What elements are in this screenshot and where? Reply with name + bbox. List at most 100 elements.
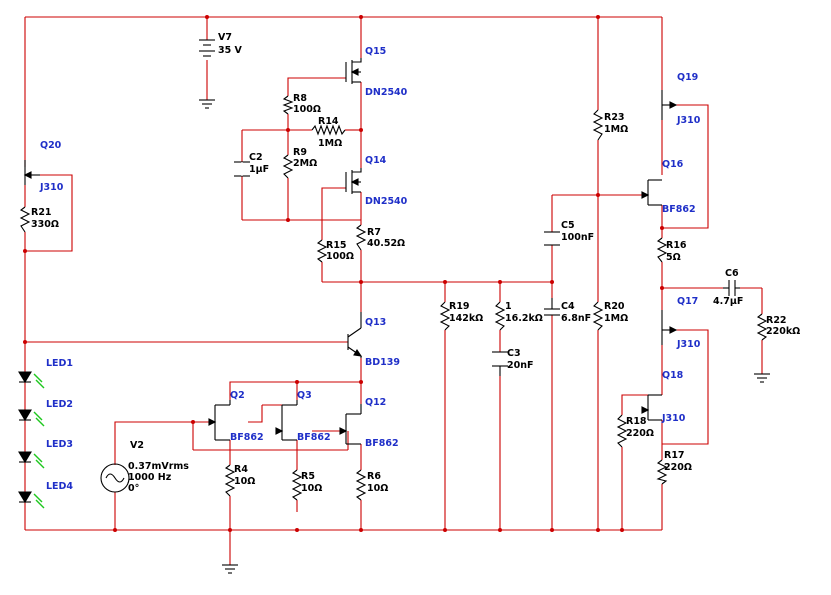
resistor-r5-symbol (291, 469, 303, 501)
led3-ref: LED3 (46, 439, 73, 450)
resistor-r21-symbol (19, 206, 31, 233)
q13-ref: Q13 (365, 317, 386, 328)
r22-ref: R22 (766, 315, 787, 326)
v2-amplitude: 0.37mVrms (128, 461, 189, 472)
r21-value: 330Ω (31, 219, 59, 230)
r16-value: 5Ω (666, 252, 681, 263)
resistor-r16-symbol (656, 237, 668, 263)
jfet-q18-symbol (641, 394, 662, 421)
v2-phase: 0° (128, 483, 139, 494)
q15-model: DN2540 (365, 87, 408, 98)
q14-ref: Q14 (365, 155, 387, 166)
r15-ref: R15 (326, 240, 347, 251)
r9-value: 2MΩ (293, 158, 317, 169)
q2-ref: Q2 (230, 390, 245, 401)
resistor-r7-symbol (355, 224, 367, 251)
resistor-r1-symbol (494, 301, 506, 331)
v2-ref: V2 (130, 440, 144, 451)
r18-ref: R18 (626, 416, 647, 427)
r5-ref: R5 (301, 471, 315, 482)
q17-ref: Q17 (677, 296, 698, 307)
ground-symbol-r22 (754, 373, 770, 383)
r6-ref: R6 (367, 471, 381, 482)
capacitor-c3-symbol (492, 351, 508, 376)
q16-ref: Q16 (662, 159, 684, 170)
resistor-r8-symbol (282, 95, 294, 115)
r22-value: 220kΩ (766, 326, 800, 337)
jfet-q3-symbol (275, 400, 298, 441)
c3-value: 20nF (507, 360, 533, 371)
resistor-r6-symbol (355, 469, 367, 501)
r9-ref: R9 (293, 147, 307, 158)
q16-model: BF862 (662, 204, 696, 215)
q19-ref: Q19 (677, 72, 698, 83)
r4-ref: R4 (234, 464, 248, 475)
c5-value: 100nF (561, 232, 594, 243)
q3-model: BF862 (297, 432, 331, 443)
resistor-r19-symbol (439, 301, 451, 331)
jfet-q20-symbol (23, 160, 40, 185)
led1-symbol (18, 371, 32, 384)
junction-dots (23, 15, 664, 532)
c3-ref: C3 (507, 348, 521, 359)
q19-model: J310 (676, 115, 701, 126)
resistor-r23-symbol (592, 109, 604, 141)
c2-ref: C2 (249, 152, 263, 163)
led4-symbol (18, 491, 32, 504)
resistor-r17-symbol (656, 459, 668, 485)
r8-ref: R8 (293, 93, 307, 104)
resistor-r9-symbol (282, 154, 294, 179)
capacitor-c5-symbol (544, 231, 560, 246)
ac-source-v2-symbol (100, 463, 130, 493)
r5-value: 10Ω (301, 483, 322, 494)
led3-symbol (18, 451, 32, 464)
r17-ref: R17 (664, 450, 685, 461)
q13-model: BD139 (365, 357, 400, 368)
c4-value: 6.8nF (561, 313, 591, 324)
resistor-r22-symbol (756, 313, 768, 341)
battery-v7-symbol (199, 39, 215, 109)
q18-model: J310 (661, 413, 686, 424)
mosfet-q15-symbol (345, 58, 362, 84)
v2-frequency: 1000 Hz (128, 472, 172, 483)
r17-value: 220Ω (664, 462, 692, 473)
c4-ref: C4 (561, 301, 575, 312)
bjt-q13-symbol (347, 312, 363, 358)
r7-value: 40.52Ω (367, 238, 405, 249)
r20-value: 1MΩ (604, 313, 628, 324)
resistor-r14-symbol (311, 124, 346, 136)
led-arrows (33, 373, 45, 509)
q14-model: DN2540 (365, 196, 408, 207)
r16-ref: R16 (666, 240, 687, 251)
c6-ref: C6 (725, 268, 739, 279)
led1-ref: LED1 (46, 358, 73, 369)
labels: V7 35 V Q15 DN2540 Q14 DN2540 R8 100Ω R1… (31, 32, 800, 494)
c6-value: 4.7µF (713, 296, 743, 307)
q15-ref: Q15 (365, 46, 386, 57)
q12-ref: Q12 (365, 397, 386, 408)
r23-value: 1MΩ (604, 124, 628, 135)
led4-ref: LED4 (46, 481, 73, 492)
r7-ref: R7 (367, 227, 381, 238)
r6-value: 10Ω (367, 483, 388, 494)
resistor-r4-symbol (224, 464, 236, 497)
resistor-r20-symbol (592, 301, 604, 331)
r1-value: 16.2kΩ (505, 313, 543, 324)
r19-ref: R19 (449, 301, 470, 312)
q20-model: J310 (39, 182, 64, 193)
jfet-q16-symbol (641, 179, 662, 206)
r20-ref: R20 (604, 301, 625, 312)
r18-value: 220Ω (626, 428, 654, 439)
v7-value: 35 V (218, 45, 243, 56)
capacitor-c2-symbol (234, 161, 250, 177)
q2-model: BF862 (230, 432, 264, 443)
c5-ref: C5 (561, 220, 575, 231)
resistor-r18-symbol (616, 414, 628, 448)
capacitor-c4-symbol (544, 298, 560, 316)
q12-model: BF862 (365, 438, 399, 449)
r8-value: 100Ω (293, 104, 321, 115)
mosfet-q14-symbol (345, 168, 362, 194)
c2-value: 1µF (249, 164, 269, 175)
q20-ref: Q20 (40, 140, 62, 151)
